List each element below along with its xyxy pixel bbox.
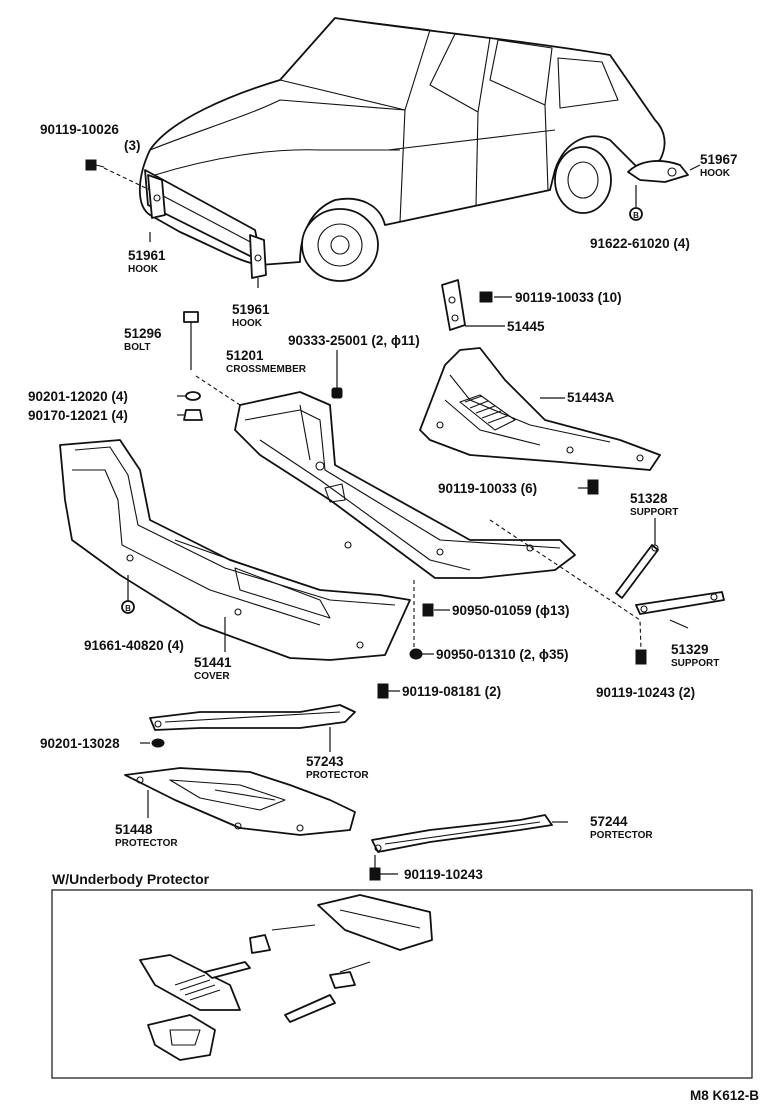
callout-90201-12020: 90201-12020 (4): [28, 389, 128, 404]
diagram-code: M8 K612-B: [690, 1088, 759, 1103]
callout-91622-61020: 91622-61020 (4): [590, 236, 690, 251]
callout-51441-name: COVER: [194, 671, 230, 682]
cover-51441: [59, 439, 411, 661]
callout-90119-10243-2: 90119-10243 (2): [596, 685, 695, 700]
callout-51296-name: BOLT: [124, 342, 150, 353]
rear-hook-51967: [627, 160, 689, 183]
callout-90119-10026-qty: (3): [124, 138, 141, 153]
callout-51328-name: SUPPORT: [630, 507, 678, 518]
callout-51967-name: HOOK: [700, 168, 731, 179]
callout-51296: 51296: [124, 326, 162, 341]
callout-51201: 51201: [226, 348, 264, 363]
bolt-51296-icon: [183, 311, 199, 370]
callout-51448-name: PROTECTOR: [115, 838, 178, 849]
svg-text:B: B: [633, 211, 639, 220]
washer-90201-13028-icon: [151, 738, 165, 748]
callout-90119-10026: 90119-10026: [40, 122, 119, 137]
svg-text:B: B: [125, 604, 131, 613]
protector-57244: [371, 814, 553, 853]
support-51328: [615, 544, 659, 599]
callout-51328: 51328: [630, 491, 668, 506]
underbody-protector-inset: [51, 889, 753, 1079]
callout-57243: 57243: [306, 754, 344, 769]
callout-90119-10033-6: 90119-10033 (6): [438, 481, 537, 496]
callout-51443A: 51443A: [567, 390, 615, 405]
inset-title: W/Underbody Protector: [52, 871, 210, 887]
callout-51961-left: 51961: [128, 248, 166, 263]
callout-51961-right: 51961: [232, 302, 270, 317]
callout-51961-left-name: HOOK: [128, 264, 159, 275]
callout-51201-name: CROSSMEMBER: [226, 364, 307, 375]
callout-51329: 51329: [671, 642, 709, 657]
bolt-90119-10243-pair-icon: [635, 649, 647, 665]
callout-90119-10243: 90119-10243: [404, 867, 483, 882]
callout-90119-10033-10: 90119-10033 (10): [515, 290, 622, 305]
callout-51961-right-name: HOOK: [232, 318, 263, 329]
callout-57244: 57244: [590, 814, 628, 829]
callout-91661-40820: 91661-40820 (4): [84, 638, 184, 653]
grommet-90950-01310-icon: [409, 648, 423, 660]
callout-90201-13028: 90201-13028: [40, 736, 120, 751]
member-51443A: [419, 347, 661, 471]
bolt-90119-10243-single-icon: [369, 867, 381, 881]
bolt-90950-01059-icon: [422, 603, 434, 617]
bolt-90119-08181-icon: [377, 683, 389, 699]
bracket-51445: [441, 279, 466, 331]
nut-90170-12021-icon: [183, 409, 203, 421]
bolt-90119-10033-lower-icon: [587, 479, 599, 495]
callout-51967: 51967: [700, 152, 738, 167]
callout-90333-25001: 90333-25001 (2, ϕ11): [288, 333, 420, 348]
protector-51448: [124, 767, 356, 836]
callout-51329-name: SUPPORT: [671, 658, 719, 669]
washer-90201-12020-icon: [185, 391, 201, 401]
protector-57243: [149, 704, 356, 731]
vehicle-illustration: [138, 17, 666, 282]
bolt-91622-icon: B: [629, 207, 643, 221]
callout-90950-01310: 90950-01310 (2, ϕ35): [436, 647, 568, 662]
front-hook-left: [147, 174, 166, 219]
callout-90119-08181: 90119-08181 (2): [402, 684, 501, 699]
bolt-90119-10026-icon: [85, 159, 105, 171]
callout-90950-01059: 90950-01059 (ϕ13): [452, 603, 569, 618]
bolt-90119-10033-top-icon: [479, 291, 493, 303]
callout-51445: 51445: [507, 319, 545, 334]
callout-51441: 51441: [194, 655, 232, 670]
callout-57244-name: PORTECTOR: [590, 830, 653, 841]
callout-90170-12021: 90170-12021 (4): [28, 408, 128, 423]
crossmember-51201: [234, 391, 576, 579]
callout-51448: 51448: [115, 822, 153, 837]
callout-57243-name: PROTECTOR: [306, 770, 369, 781]
nut-90333-25001-icon: [331, 387, 343, 399]
support-51329: [635, 591, 725, 615]
front-hook-right: [249, 234, 267, 279]
bolt-91661-icon: B: [121, 600, 135, 614]
